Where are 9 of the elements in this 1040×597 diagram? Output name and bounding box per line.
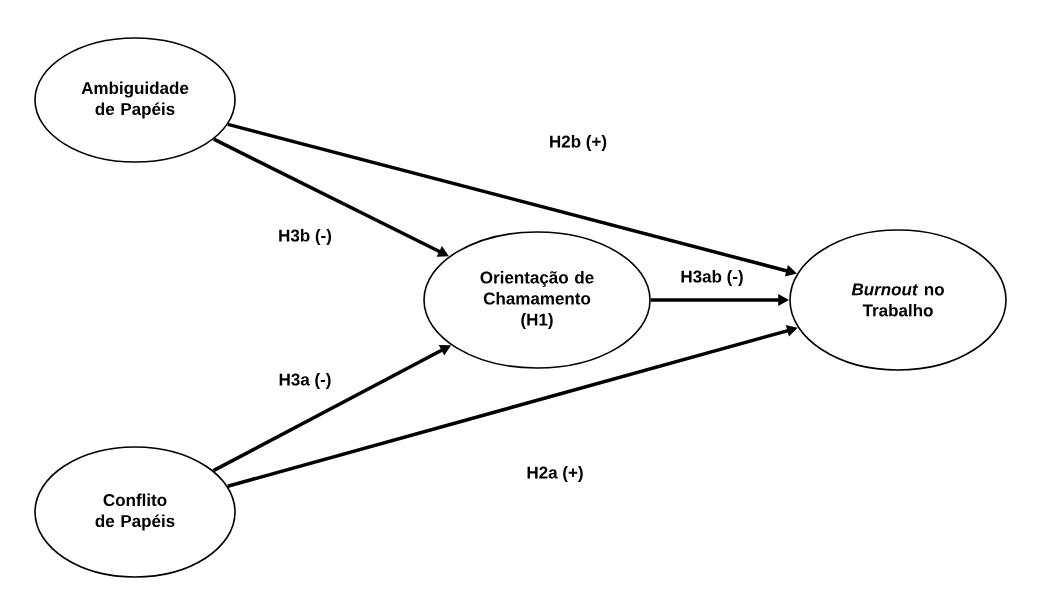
edge-label: H3a (-) — [276, 371, 334, 391]
ellipse-node: Ambiguidade de Papéis — [34, 37, 236, 163]
edge-label: H3b (-) — [276, 227, 334, 247]
edge-label: H2b (+) — [546, 133, 610, 153]
ellipse-node: Burnout no Trabalho — [789, 229, 1007, 371]
ellipse-node: Conflito de Papéis — [34, 446, 236, 578]
edge-label: H3ab (-) — [678, 268, 746, 288]
edge-label: H2a (+) — [524, 464, 586, 484]
ellipse-node: Orientação de Chamamento (H1) — [423, 231, 651, 369]
